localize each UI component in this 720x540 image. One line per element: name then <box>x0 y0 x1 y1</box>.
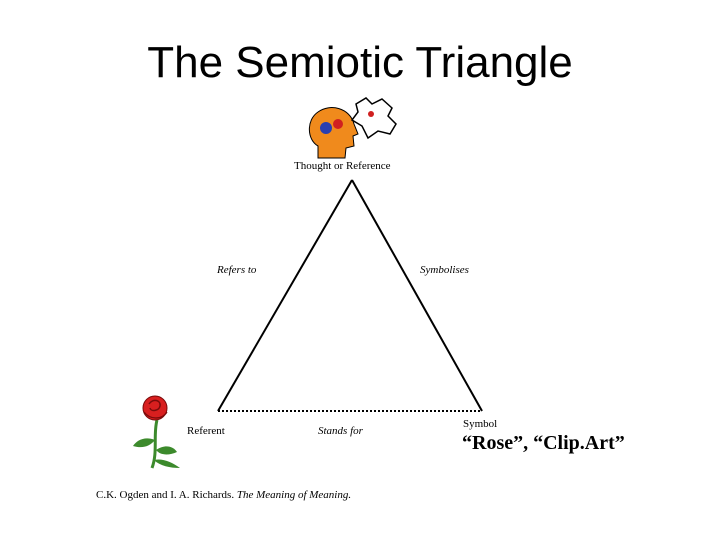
symbol-example: “Rose”, “Clip.Art” <box>462 432 625 454</box>
stands-for-label: Stands for <box>318 425 363 437</box>
citation-authors: C.K. Ogden and I. A. Richards. <box>96 489 235 501</box>
symbol-label: Symbol <box>463 418 498 430</box>
map-icon <box>350 97 397 140</box>
edge-refers-to <box>217 179 353 412</box>
citation-work: The Meaning of Meaning. <box>236 489 352 501</box>
edge-symbolises <box>351 179 483 412</box>
referent-label: Referent <box>187 425 225 437</box>
citation: C.K. Ogden and I. A. Richards. The Meani… <box>96 489 351 501</box>
rose-icon <box>133 395 180 469</box>
symbolises-label: Symbolises <box>420 264 469 276</box>
refers-to-label: Refers to <box>217 264 257 276</box>
page-title: The Semiotic Triangle <box>147 38 573 87</box>
thought-label: Thought or Reference <box>294 160 391 172</box>
head-icon <box>308 107 359 159</box>
